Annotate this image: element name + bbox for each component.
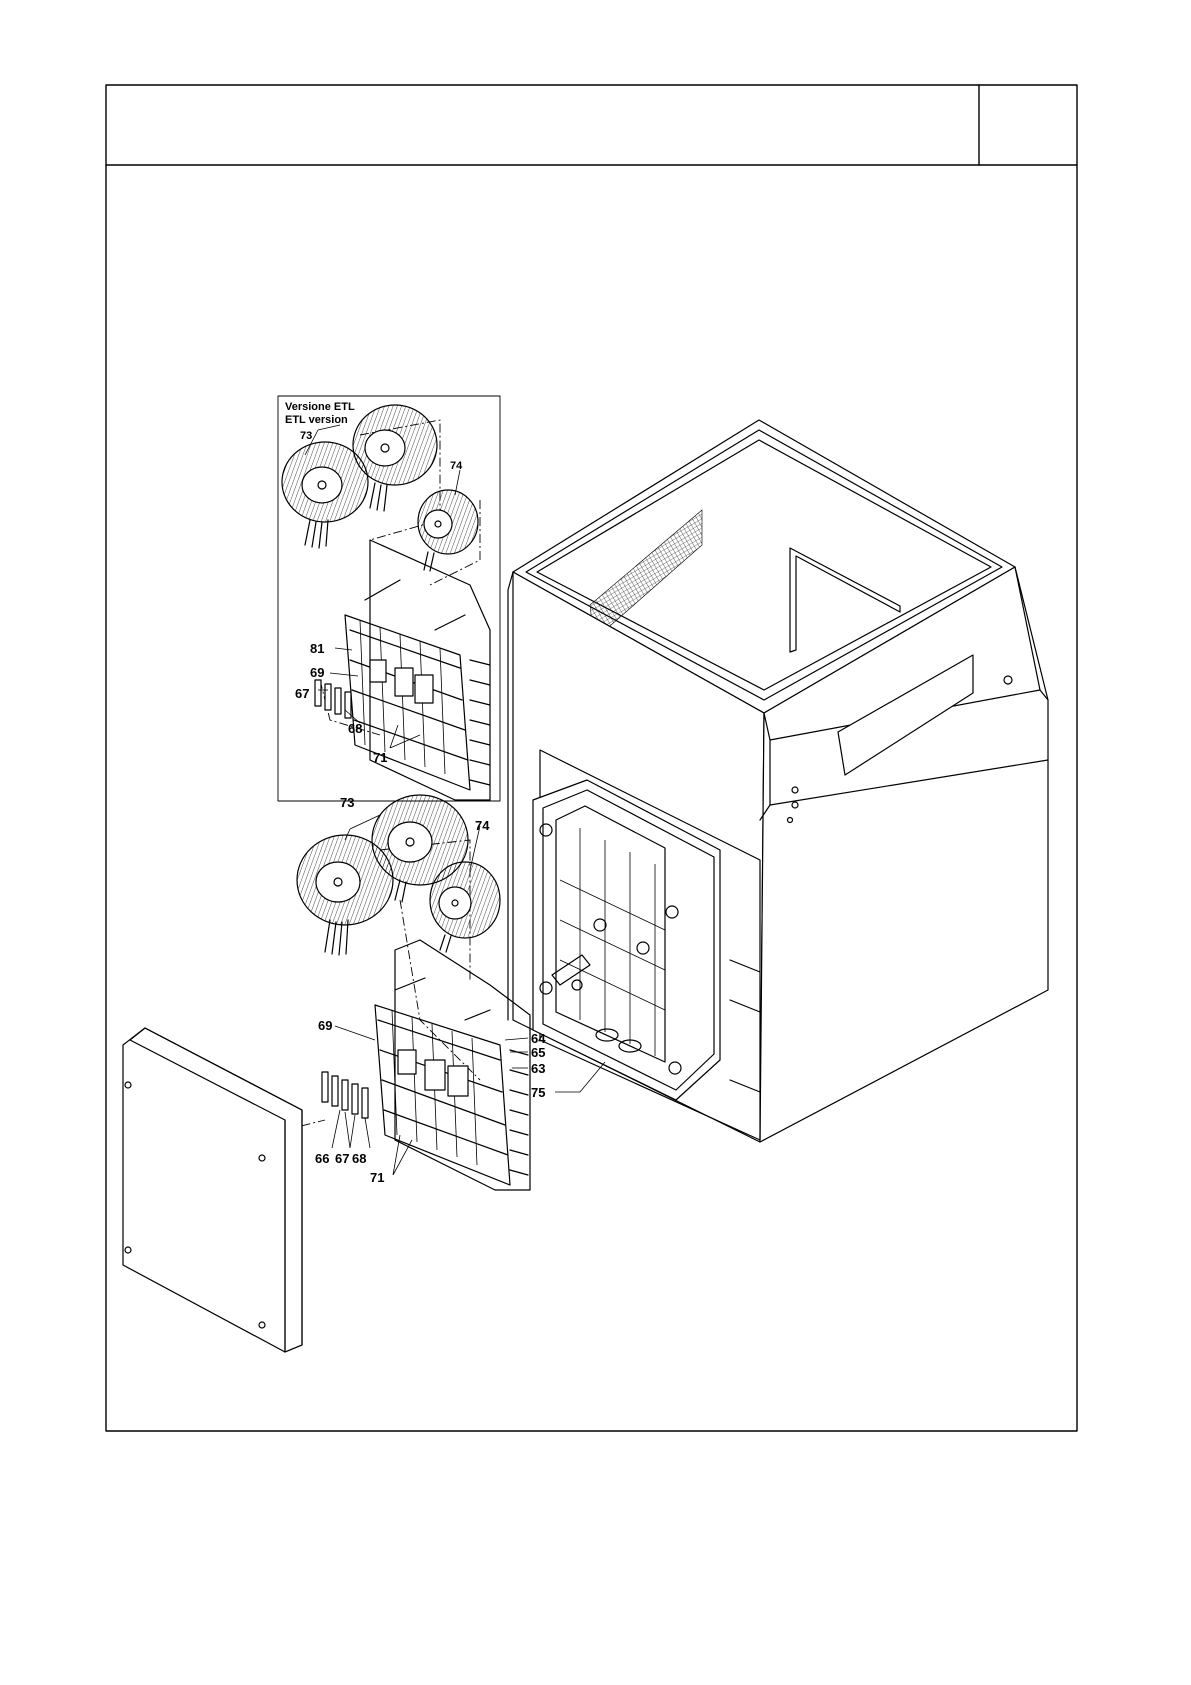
label-inset-73: 73	[300, 430, 312, 442]
label-main-68: 68	[352, 1151, 366, 1166]
label-main-65: 65	[531, 1045, 545, 1060]
label-main-64: 64	[531, 1031, 546, 1046]
label-inset-71: 71	[373, 750, 387, 765]
main-assembly	[123, 795, 530, 1352]
label-main-66: 66	[315, 1151, 329, 1166]
inset-title-line2: ETL version	[285, 414, 348, 426]
label-inset-74: 74	[450, 460, 463, 472]
label-inset-68: 68	[348, 721, 362, 736]
label-inset-81: 81	[310, 641, 324, 656]
inset-terminal-block	[345, 615, 490, 790]
label-main-69: 69	[318, 1018, 332, 1033]
label-main-71: 71	[370, 1170, 384, 1185]
inset-fuses	[315, 680, 351, 718]
label-main-73: 73	[340, 795, 354, 810]
etl-inset: Versione ETL ETL version	[278, 396, 500, 801]
label-main-75: 75	[531, 1085, 545, 1100]
label-main-63: 63	[531, 1061, 545, 1076]
front-cover-panel	[123, 1028, 302, 1352]
main-transformer-small	[430, 862, 500, 952]
inset-transformer-small	[418, 490, 478, 571]
label-main-74: 74	[475, 818, 490, 833]
inset-title-line1: Versione ETL	[285, 401, 355, 413]
label-inset-67: 67	[295, 686, 309, 701]
label-inset-69: 69	[310, 665, 324, 680]
main-terminal-block	[375, 1005, 528, 1185]
main-fuses	[322, 1072, 368, 1118]
label-main-67: 67	[335, 1151, 349, 1166]
